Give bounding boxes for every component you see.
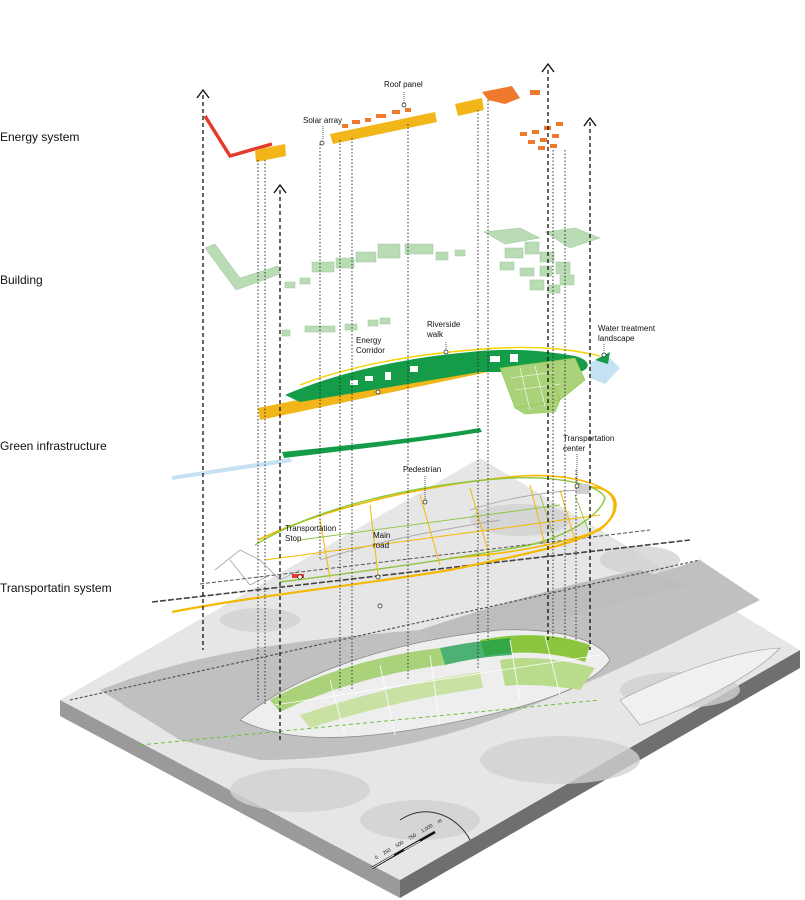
label-transportation-stop: Transportation Stop [285,524,336,544]
label-energy-corridor-line1: Energy [356,336,385,346]
label-transportation-center-line2: center [563,444,614,454]
label-roof-panel: Roof panel [384,80,423,90]
label-main-road-line1: Main [373,531,390,541]
label-pedestrian: Pedestrian [403,465,441,475]
label-transportation-center: Transportation center [563,434,614,454]
layer-title-building: Building [0,273,43,287]
building-west-cluster [285,244,465,288]
water-strip [172,458,292,480]
label-riverside-walk: Riverside walk [427,320,460,340]
label-energy-corridor-line2: Corridor [356,346,385,356]
building-lower-row [282,318,390,336]
energy-yellow-east [455,98,484,116]
building-east-cluster [484,228,600,293]
label-water-treatment-line1: Water treatment [598,324,655,334]
label-transportation-center-line1: Transportation [563,434,614,444]
building-l-shape [205,244,280,290]
label-energy-corridor: Energy Corridor [356,336,385,356]
layer-title-transportation-system: Transportatin system [0,581,112,595]
label-water-treatment-landscape: Water treatment landscape [598,324,655,344]
layer-title-energy-system: Energy system [0,130,79,144]
energy-layer [205,86,563,162]
label-riverside-walk-line1: Riverside [427,320,460,330]
label-transportation-stop-line2: Stop [285,534,336,544]
roof-panel-orange-small [530,90,540,95]
green-east-parcels [500,358,585,414]
label-main-road: Main road [373,531,390,551]
label-water-treatment-line2: landscape [598,334,655,344]
energy-orange-grid-east [520,122,563,150]
layer-title-green-infrastructure: Green infrastructure [0,439,107,453]
label-transportation-stop-line1: Transportation [285,524,336,534]
building-layer [205,228,600,336]
base-site-map [60,458,800,898]
label-solar-array: Solar array [303,116,342,126]
label-riverside-walk-line2: walk [427,330,460,340]
label-main-road-line2: road [373,541,390,551]
green-linear-strip [282,428,482,458]
